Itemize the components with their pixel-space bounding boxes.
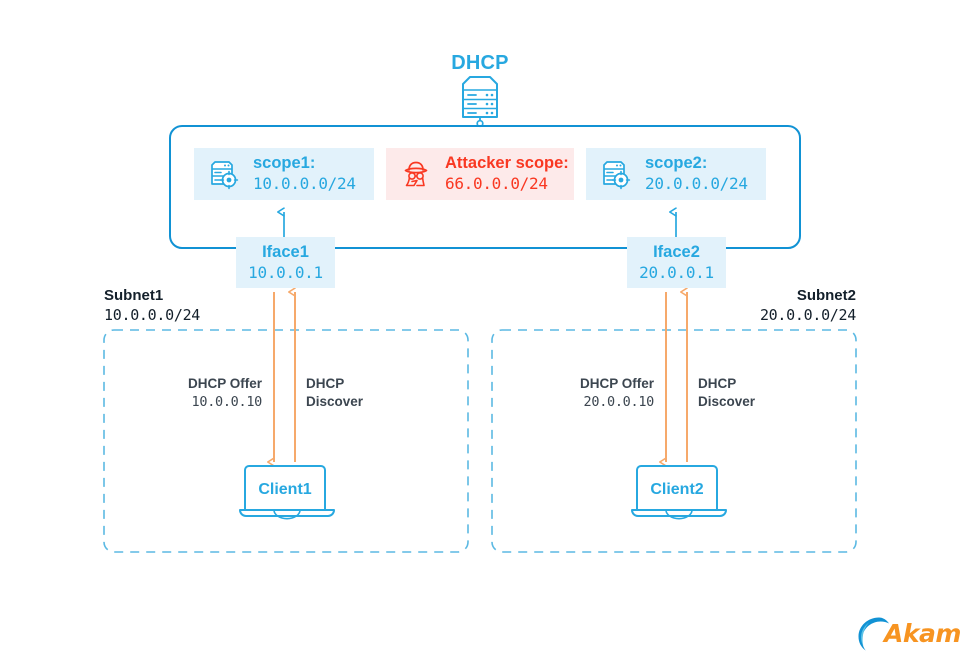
subnet2-offer-value: 20.0.0.10 xyxy=(583,394,655,411)
akamai-logo: Akamai xyxy=(852,612,960,654)
scope2-cidr: 20.0.0.0/24 xyxy=(645,174,748,193)
subnet2-label: Subnet2 20.0.0.0/24 xyxy=(760,286,856,325)
subnet1-discover-line1: DHCP xyxy=(306,376,345,391)
iface2-box[interactable]: Iface2 20.0.0.1 xyxy=(627,237,726,288)
subnet2-discover-label: DHCP Discover xyxy=(698,375,790,411)
subnet1-cidr: 10.0.0.0/24 xyxy=(104,305,201,324)
subnet1-name: Subnet1 xyxy=(104,287,164,304)
iface2-ip: 20.0.0.1 xyxy=(639,262,714,282)
scope-box-attacker[interactable]: Attacker scope: 66.0.0.0/24 xyxy=(386,148,574,200)
server-target-icon xyxy=(211,161,239,190)
server-icon xyxy=(462,76,498,128)
iface1-name: Iface1 xyxy=(262,243,309,262)
subnet1-discover-label: DHCP Discover xyxy=(306,375,398,411)
subnet2-cidr: 20.0.0.0/24 xyxy=(759,305,856,324)
subnet1-offer-value: 10.0.0.10 xyxy=(191,394,263,411)
scope-box-scope1[interactable]: scope1: 10.0.0.0/24 xyxy=(194,148,374,200)
client1-label: Client1 xyxy=(258,481,312,498)
server-target-icon xyxy=(603,161,631,190)
attacker-scope-name: Attacker scope: xyxy=(445,154,569,173)
akamai-swoosh-icon xyxy=(858,617,890,651)
dhcp-title: DHCP xyxy=(451,52,509,74)
subnet2-discover-line2: Discover xyxy=(698,394,756,410)
subnet2-discover-line1: DHCP xyxy=(698,376,737,391)
scope1-name: scope1: xyxy=(253,154,316,173)
subnet2-offer-title: DHCP Offer xyxy=(579,376,654,391)
laptop-icon-client2 xyxy=(631,465,727,520)
subnet1-label: Subnet1 10.0.0.0/24 xyxy=(104,286,200,325)
subnet2-name: Subnet2 xyxy=(796,287,856,304)
iface2-name: Iface2 xyxy=(653,243,700,262)
subnet1-offer-label: DHCP Offer 10.0.0.10 xyxy=(170,375,262,411)
subnet1-offer-title: DHCP Offer xyxy=(187,376,262,391)
laptop-icon-client1 xyxy=(239,465,335,520)
subnet2-offer-label: DHCP Offer 20.0.0.10 xyxy=(562,375,654,411)
iface1-ip: 10.0.0.1 xyxy=(248,262,323,282)
scope1-cidr: 10.0.0.0/24 xyxy=(253,174,356,193)
dhcp-server-container xyxy=(169,125,801,249)
scope-box-scope2[interactable]: scope2: 20.0.0.0/24 xyxy=(586,148,766,200)
scope2-name: scope2: xyxy=(645,154,708,173)
iface1-box[interactable]: Iface1 10.0.0.1 xyxy=(236,237,335,288)
client2-label: Client2 xyxy=(650,481,704,498)
attacker-scope-cidr: 66.0.0.0/24 xyxy=(445,174,548,193)
akamai-wordmark: Akamai xyxy=(884,618,960,648)
spy-icon xyxy=(404,161,428,187)
subnet1-discover-line2: Discover xyxy=(306,394,364,410)
